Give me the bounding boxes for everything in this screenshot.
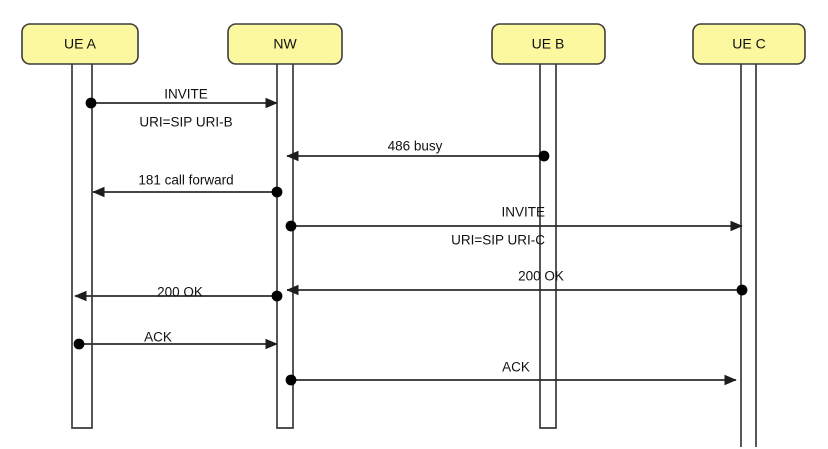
actor-nw[interactable]: NW — [227, 23, 343, 65]
msg-181-call-forward-source-dot — [271, 186, 283, 198]
activation-bar-ue-b — [539, 64, 557, 429]
msg-181-call-forward[interactable]: 181 call forward — [92, 173, 283, 198]
msg-invite-c-label: INVITE — [501, 205, 545, 220]
actor-label-ue-b: UE B — [532, 36, 565, 52]
msg-ack-nw-c[interactable]: ACK — [285, 360, 737, 386]
actor-label-ue-c: UE C — [732, 36, 765, 52]
msg-ack-a-nw-label: ACK — [144, 330, 172, 345]
lifelines-layer — [71, 64, 757, 447]
activation-bar-nw — [276, 64, 294, 429]
msg-invite-b-sublabel: URI=SIP URI-B — [139, 115, 232, 130]
messages-layer: INVITE URI=SIP URI-B 486 busy 181 call forw… — [73, 87, 748, 386]
msg-181-call-forward-label: 181 call forward — [138, 173, 233, 188]
actor-label-nw: NW — [273, 36, 297, 52]
msg-invite-b-label: INVITE — [164, 87, 208, 102]
msg-invite-c[interactable]: INVITE URI=SIP URI-C — [285, 205, 743, 248]
msg-ack-a-nw-source-dot — [73, 338, 85, 350]
lifeline-group-ue-c — [740, 64, 757, 447]
msg-486-busy-source-dot — [538, 150, 550, 162]
actor-ue-a[interactable]: UE A — [21, 23, 139, 65]
actor-box-ue-b[interactable] — [491, 23, 606, 65]
msg-200-ok-nw-a[interactable]: 200 OK — [74, 285, 283, 302]
actor-box-ue-a[interactable] — [21, 23, 139, 65]
msg-200-ok-c-nw-label: 200 OK — [518, 269, 564, 284]
msg-486-busy[interactable]: 486 busy — [286, 139, 550, 162]
msg-200-ok-c-nw[interactable]: 200 OK — [286, 269, 748, 296]
msg-ack-a-nw[interactable]: ACK — [73, 330, 278, 350]
actor-ue-b[interactable]: UE B — [491, 23, 606, 65]
lifeline-group-nw — [276, 64, 294, 429]
msg-invite-b-source-dot — [85, 97, 97, 109]
actors-layer: UE A NW UE B UE C — [21, 23, 806, 65]
msg-invite-c-sublabel: URI=SIP URI-C — [451, 233, 545, 248]
msg-ack-nw-c-source-dot — [285, 374, 297, 386]
msg-200-ok-c-nw-source-dot — [736, 284, 748, 296]
actor-label-ue-a: UE A — [64, 36, 97, 52]
activation-bar-ue-a — [71, 64, 93, 429]
msg-200-ok-nw-a-label: 200 OK — [157, 285, 203, 300]
msg-invite-c-source-dot — [285, 220, 297, 232]
actor-ue-c[interactable]: UE C — [692, 23, 806, 65]
msg-486-busy-label: 486 busy — [388, 139, 443, 154]
actor-box-ue-c[interactable] — [692, 23, 806, 65]
actor-box-nw[interactable] — [227, 23, 343, 65]
lifeline-group-ue-a — [71, 64, 93, 429]
lifeline-group-ue-b — [539, 64, 557, 429]
msg-ack-nw-c-label: ACK — [502, 360, 530, 375]
msg-200-ok-nw-a-source-dot — [271, 290, 283, 302]
msg-invite-b[interactable]: INVITE URI=SIP URI-B — [85, 87, 278, 130]
